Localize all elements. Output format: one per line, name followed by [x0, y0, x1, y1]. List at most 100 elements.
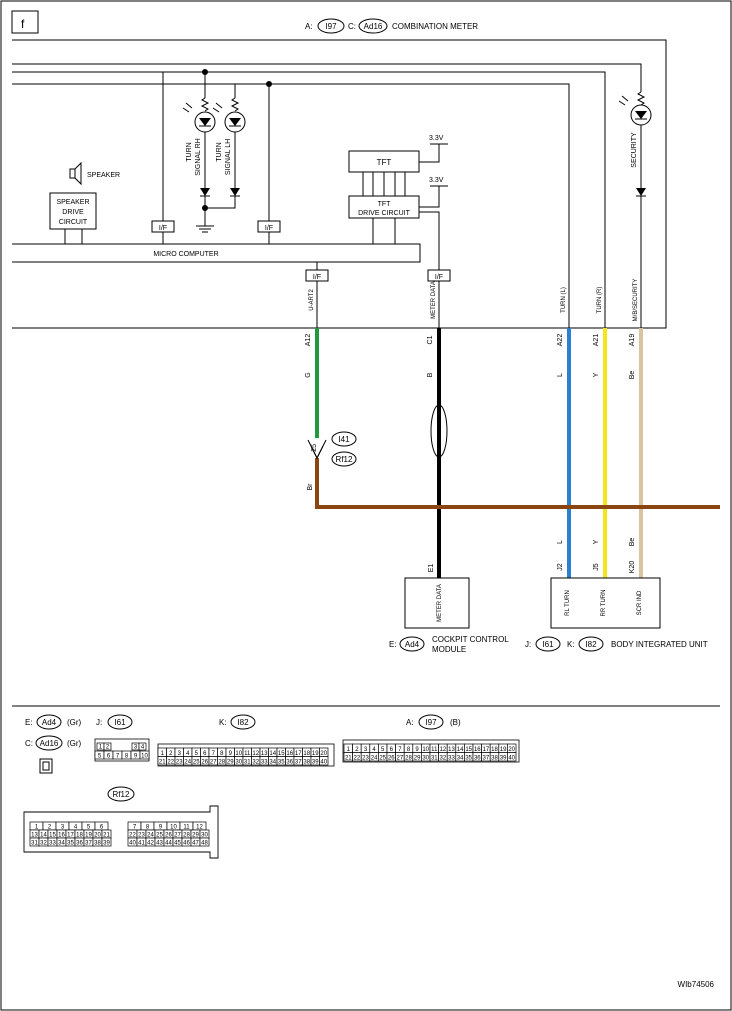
biu-pin-label: SCR IND: [637, 590, 643, 615]
speaker-drive-line1: SPEAKER: [56, 199, 89, 206]
pin-number: 20: [94, 833, 101, 839]
pin-number: 12: [440, 747, 447, 753]
pin-number: 5: [195, 751, 199, 757]
wire-color-code: G: [305, 372, 312, 377]
conn-c-oval: [35, 735, 63, 751]
pin-number: 7: [212, 751, 216, 757]
rh-feed-wire: [162, 71, 205, 228]
pin-number: 2: [106, 745, 110, 751]
junction-dot: [266, 81, 272, 87]
pin-number: 18: [491, 747, 498, 753]
turn-r-inner-wire: [12, 71, 606, 328]
pin-number: 2: [355, 747, 359, 753]
turn-signal-lh-lamp: [212, 97, 246, 196]
pin-number: 18: [76, 833, 83, 839]
pin-number: 28: [405, 756, 412, 762]
section-label: f: [21, 17, 25, 31]
biu-pin: J5: [593, 563, 600, 571]
pin-number: 23: [176, 760, 183, 766]
turn-lh-label-1: TURN: [216, 142, 223, 161]
conn-rf12-code: Rf12: [113, 790, 130, 799]
cockpit-inner-label: METER DATA: [437, 584, 443, 622]
pin-number: 27: [397, 756, 404, 762]
pin-number: 16: [286, 751, 293, 757]
pin-number: 24: [371, 756, 378, 762]
pin-number: 3: [178, 751, 182, 757]
pin-number: 22: [354, 756, 361, 762]
conn-a-color: (B): [450, 718, 461, 727]
pin-cell: [507, 752, 517, 762]
pin-number: 19: [312, 751, 319, 757]
pin-number: 2: [169, 751, 173, 757]
pin-number: 48: [201, 841, 208, 847]
pin-number: 47: [192, 841, 199, 847]
pin-number: 43: [156, 841, 163, 847]
pin-number: 8: [125, 754, 129, 760]
ground-code-oval-2: [331, 451, 357, 467]
biu-code-j-oval: [535, 636, 561, 652]
meter-code-c-oval: [358, 18, 388, 34]
pin-number: 11: [183, 825, 190, 831]
pin-number: 46: [183, 841, 190, 847]
biu-prefix-k: K:: [567, 640, 575, 649]
pin-number: 8: [146, 825, 150, 831]
pin-number: 22: [167, 760, 174, 766]
pin-number: 33: [261, 760, 268, 766]
pin-number: 1: [347, 747, 351, 753]
biu-wire-color: Be: [629, 538, 636, 547]
signal-name-label: U-ART2: [309, 289, 315, 311]
if-label: I/F: [435, 274, 443, 281]
pin-number: 31: [31, 841, 38, 847]
junction-dot: [202, 69, 208, 75]
pin-number: 29: [414, 756, 421, 762]
pin-number: 35: [67, 841, 74, 847]
wire-color-code: Be: [629, 371, 636, 380]
pin-number: 7: [133, 825, 137, 831]
if-label: I/F: [265, 225, 273, 232]
pin-number: 14: [457, 747, 464, 753]
v33-top-label: 3.3V: [429, 135, 444, 142]
pin-number: 13: [31, 833, 38, 839]
pin-number: 21: [103, 833, 110, 839]
pin-number: 5: [98, 754, 102, 760]
pin-number: 37: [295, 760, 302, 766]
pin-number: 33: [49, 841, 56, 847]
conn-rf12-oval: [107, 786, 135, 802]
pin-number: 10: [170, 825, 177, 831]
pin-number: 39: [312, 760, 319, 766]
pin-number: 37: [483, 756, 490, 762]
turn-rh-label-1: TURN: [186, 142, 193, 161]
pin-number: 39: [500, 756, 507, 762]
pin-number: 26: [165, 833, 172, 839]
pin-number: 36: [474, 756, 481, 762]
pin-number: 24: [147, 833, 154, 839]
connector-j-outline: [94, 738, 150, 762]
meter-title: COMBINATION METER: [392, 22, 478, 31]
pin-number: 36: [76, 841, 83, 847]
v33-bottom-label: 3.3V: [429, 177, 444, 184]
turn-rh-label-2: SIGNAL RH: [195, 138, 202, 175]
connector-rf12-outline: [23, 805, 219, 859]
wire-color-code: L: [557, 373, 564, 377]
pin-number: 26: [201, 760, 208, 766]
wire-color-code: B: [427, 372, 434, 377]
pin-cell: [103, 742, 112, 751]
pin-number: 16: [474, 747, 481, 753]
pin-number: 31: [431, 756, 438, 762]
pin-number: 6: [203, 751, 207, 757]
biu-code-j: I61: [542, 640, 554, 649]
cockpit-control-module-box: [404, 577, 470, 629]
pin-number: 20: [508, 747, 515, 753]
pin-number: 12: [252, 751, 259, 757]
pin-number: 30: [235, 760, 242, 766]
pin-number: 14: [40, 833, 47, 839]
pin-cell: [139, 750, 150, 760]
pin-number: 35: [278, 760, 285, 766]
pin-number: 9: [229, 751, 233, 757]
pin-number: 29: [192, 833, 199, 839]
micro-computer-label: MICRO COMPUTER: [153, 251, 218, 258]
conn-c-face-icon: [39, 758, 53, 774]
pin-number: 27: [174, 833, 181, 839]
pin-number: 3: [364, 747, 368, 753]
